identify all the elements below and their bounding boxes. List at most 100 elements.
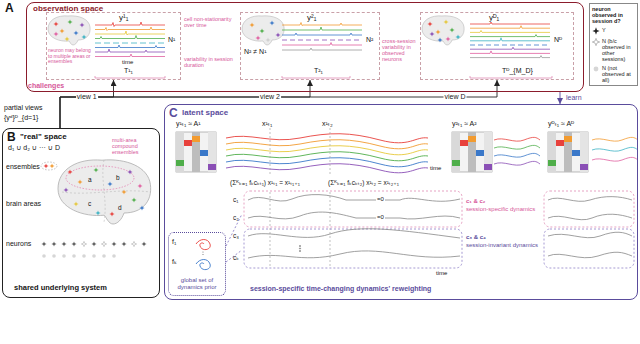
panel-letter: A bbox=[5, 2, 14, 15]
session-neurons bbox=[269, 20, 274, 25]
legend-sample bbox=[592, 65, 600, 73]
session-d-traces bbox=[470, 76, 552, 78]
session-1-traces bbox=[95, 22, 165, 27]
real-neurons bbox=[109, 211, 114, 216]
annotation: session-invariant dynamics bbox=[466, 242, 542, 249]
real-neurons bbox=[77, 179, 82, 184]
legend-entry: N (not observed at all) bbox=[592, 65, 635, 83]
real-neurons bbox=[49, 163, 54, 168]
math-label: y²₁ bbox=[307, 14, 316, 23]
session-neurons bbox=[449, 27, 454, 32]
session-neurons bbox=[275, 32, 280, 37]
neuron-rows bbox=[82, 254, 86, 258]
session-1-traces bbox=[95, 76, 165, 78]
area-letter: b bbox=[116, 174, 120, 181]
latent-traces bbox=[226, 146, 428, 155]
session-d-traces bbox=[470, 22, 550, 24]
neuron-rows bbox=[112, 254, 116, 258]
legend-title: neuron observed in session d? bbox=[592, 6, 636, 24]
annotation: session-specific time-changing dynamics'… bbox=[250, 285, 431, 293]
neuron-rows bbox=[131, 241, 136, 246]
neuron-rows bbox=[81, 241, 86, 246]
annotation: session-specific dynamics bbox=[466, 206, 542, 213]
session-neurons bbox=[59, 28, 64, 33]
axis-label: time bbox=[430, 165, 441, 172]
latent-traces bbox=[226, 164, 428, 173]
real-neurons bbox=[43, 163, 48, 168]
math-label: N¹ bbox=[168, 36, 175, 44]
session-brains bbox=[48, 16, 90, 45]
session-d-traces bbox=[470, 30, 550, 32]
annotation: partial views bbox=[4, 104, 43, 112]
node-label: global set of dynamics prior bbox=[171, 277, 223, 290]
session-d-traces bbox=[470, 26, 550, 29]
session-neurons bbox=[445, 36, 450, 41]
latent-traces bbox=[226, 158, 428, 167]
math-label: d₁ ∪ d₂ ∪ ··· ∪ D bbox=[8, 144, 60, 152]
coefficient-traces bbox=[248, 212, 460, 219]
session-neurons bbox=[67, 19, 72, 24]
observation-matrices bbox=[176, 132, 216, 172]
observation-matrices bbox=[176, 132, 588, 172]
neuron-rows bbox=[52, 254, 56, 258]
session-neurons bbox=[265, 37, 270, 42]
legend-label: Y bbox=[602, 27, 635, 33]
session-neurons bbox=[455, 34, 460, 39]
math-label: N² bbox=[366, 36, 373, 44]
math-label: c₁ & c₂ bbox=[466, 198, 486, 205]
neuron-rows bbox=[101, 241, 106, 246]
real-brain bbox=[66, 166, 134, 190]
challenge-note: cross-session variability in observed ne… bbox=[382, 38, 420, 62]
real-neurons bbox=[93, 167, 98, 172]
dynamics-prior-glyphs bbox=[196, 214, 242, 270]
math-label: c₂ bbox=[233, 214, 239, 221]
annotation: multi-area compound ensembles bbox=[112, 137, 156, 155]
challenge-note: cell non-stationarity over time bbox=[184, 16, 238, 28]
session-d-traces bbox=[470, 47, 550, 49]
math-label: y¹ₜ₁ ≈ A¹ bbox=[176, 120, 201, 128]
session-neurons bbox=[255, 35, 260, 40]
challenge-note: challenges bbox=[28, 82, 64, 90]
coefficient-traces bbox=[248, 229, 460, 238]
neuron-rows bbox=[92, 254, 96, 258]
coefficient-traces bbox=[299, 248, 300, 249]
latent-traces bbox=[494, 153, 540, 157]
session-neurons bbox=[73, 30, 78, 35]
neuron-rows bbox=[111, 241, 116, 246]
session-neurons bbox=[53, 21, 58, 26]
area-letter: d bbox=[118, 204, 122, 211]
session-2-traces bbox=[282, 48, 362, 50]
dynamics-prior-glyphs bbox=[202, 251, 203, 252]
coefficient-traces bbox=[544, 191, 634, 227]
math-label: {yᵈ}ᴰ_{d=1} bbox=[4, 114, 38, 122]
real-brain bbox=[58, 160, 151, 224]
neuron-rows bbox=[41, 241, 46, 246]
neuron-rows bbox=[102, 254, 106, 258]
session-neurons bbox=[53, 31, 58, 36]
legend-sample bbox=[592, 39, 599, 46]
session-2-traces bbox=[282, 27, 362, 30]
math-label: y²ₜ₁ ≈ A² bbox=[452, 120, 477, 128]
equation: (Σᴷₖ₌₁ fₖcₖₜ₁) x¹ₜ₁ = x¹ₜ₁₊₁ bbox=[230, 179, 300, 186]
real-brain bbox=[41, 162, 57, 170]
real-neurons bbox=[137, 183, 142, 188]
real-neurons bbox=[131, 197, 136, 202]
legend-sample bbox=[592, 38, 600, 46]
session-d-traces bbox=[470, 51, 550, 54]
real-neurons bbox=[121, 189, 126, 194]
latent-traces bbox=[592, 147, 638, 151]
neuron-rows bbox=[41, 241, 146, 257]
session-neurons bbox=[79, 22, 84, 27]
math-label: c₃ & c₄ bbox=[466, 234, 486, 241]
challenge-note: variability in session duration bbox=[184, 56, 238, 68]
coefficient-traces bbox=[244, 191, 462, 227]
legend-label: N (b/c observed in other sessions) bbox=[602, 38, 635, 62]
session-brains bbox=[422, 16, 464, 45]
annotation: ensembles bbox=[6, 163, 40, 171]
legend-entry: Y bbox=[592, 27, 635, 35]
session-neurons bbox=[427, 21, 432, 26]
session-2-traces bbox=[282, 23, 362, 26]
session-d-traces bbox=[470, 45, 550, 46]
equation: (Σᴷₖ₌₁ fₖcₖₜ₂) x¹ₜ₂ = x¹ₜ₂₊₁ bbox=[328, 179, 399, 186]
